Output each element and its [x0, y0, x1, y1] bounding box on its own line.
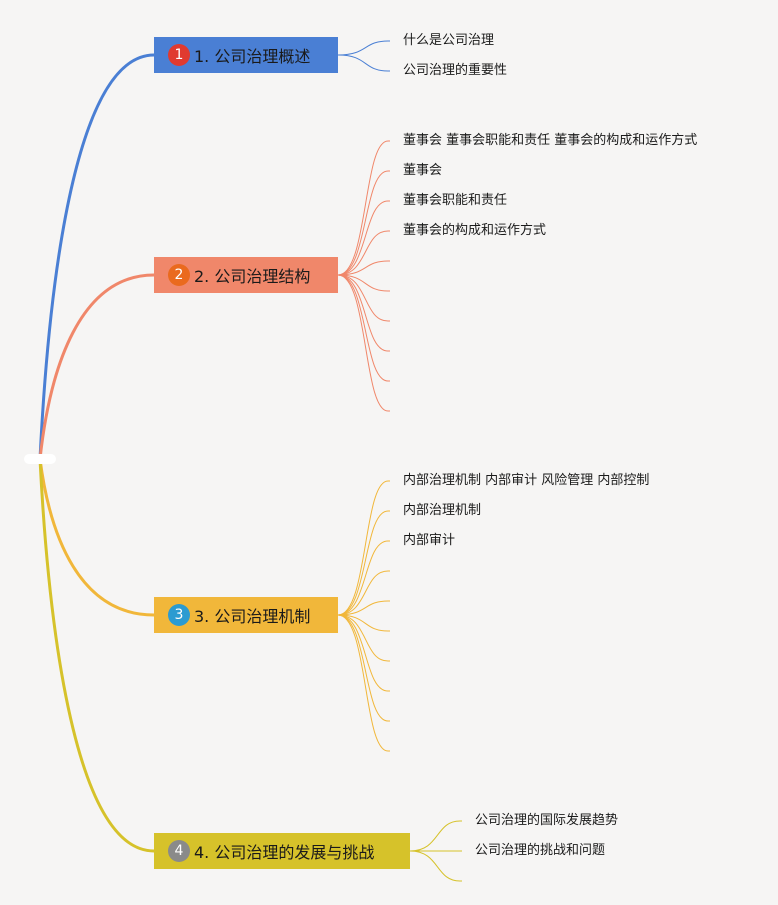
leaf-connector-line [337, 614, 390, 722]
leaf-connector-line [409, 850, 462, 882]
leaf-connector-line [337, 200, 390, 276]
leaf-item[interactable]: 内部治理机制 内部审计 风险管理 内部控制 [403, 473, 650, 488]
leaf-connector-line [337, 274, 390, 292]
topic-development[interactable]: 4 4. 公司治理的发展与挑战 [154, 833, 410, 869]
leaf-connector-line [337, 540, 390, 616]
leaf-connector-line [337, 170, 390, 276]
leaf-item[interactable]: 董事会 [403, 163, 443, 178]
leaf-item[interactable]: 内部治理机制 [403, 503, 482, 518]
leaf-item[interactable]: 董事会的构成和运作方式 [403, 223, 547, 238]
leaf-connector-line [337, 40, 390, 56]
leaf-connector-line [337, 614, 390, 632]
leaf-connector-line [337, 570, 390, 616]
leaf-item[interactable]: 董事会职能和责任 [403, 193, 508, 208]
leaf-connector-line [337, 510, 390, 616]
leaf-item[interactable]: 董事会 董事会职能和责任 董事会的构成和运作方式 [403, 133, 698, 148]
leaf-connector-line [337, 54, 390, 72]
priority-badge-4: 4 [168, 840, 190, 862]
leaf-connector-line [337, 614, 390, 692]
priority-badge-3: 3 [168, 604, 190, 626]
leaf-connector-line [337, 274, 390, 352]
root-node[interactable] [24, 454, 56, 464]
leaf-item[interactable]: 内部审计 [403, 533, 456, 548]
topic-label: 2. 公司治理结构 [194, 267, 311, 286]
leaf-connector-line [337, 480, 390, 616]
topic-label: 1. 公司治理概述 [194, 47, 311, 66]
leaf-connector-line [337, 260, 390, 276]
leaf-connector-line [337, 230, 390, 276]
main-branch-line [38, 458, 155, 617]
main-branch-line [38, 273, 155, 460]
leaf-connector-line [337, 274, 390, 412]
leaf-connector-line [337, 614, 390, 662]
leaf-connector-line [337, 614, 390, 752]
topic-structure[interactable]: 2 2. 公司治理结构 [154, 257, 338, 293]
priority-badge-1: 1 [168, 44, 190, 66]
leaf-item[interactable]: 公司治理的国际发展趋势 [475, 813, 619, 828]
topic-mechanism[interactable]: 3 3. 公司治理机制 [154, 597, 338, 633]
leaf-connector-line [337, 274, 390, 382]
main-branch-line [38, 53, 155, 460]
leaf-connector-line [337, 274, 390, 322]
leaf-item[interactable]: 公司治理的挑战和问题 [475, 843, 606, 858]
leaf-connector-line [337, 600, 390, 616]
leaf-connector-line [337, 140, 390, 276]
priority-badge-2: 2 [168, 264, 190, 286]
topic-label: 4. 公司治理的发展与挑战 [194, 843, 375, 862]
leaf-item[interactable]: 公司治理的重要性 [403, 63, 508, 78]
leaf-connector-line [409, 820, 462, 852]
topic-label: 3. 公司治理机制 [194, 607, 311, 626]
topic-overview[interactable]: 1 1. 公司治理概述 [154, 37, 338, 73]
leaf-item[interactable]: 什么是公司治理 [403, 33, 495, 48]
main-branch-line [38, 458, 155, 853]
